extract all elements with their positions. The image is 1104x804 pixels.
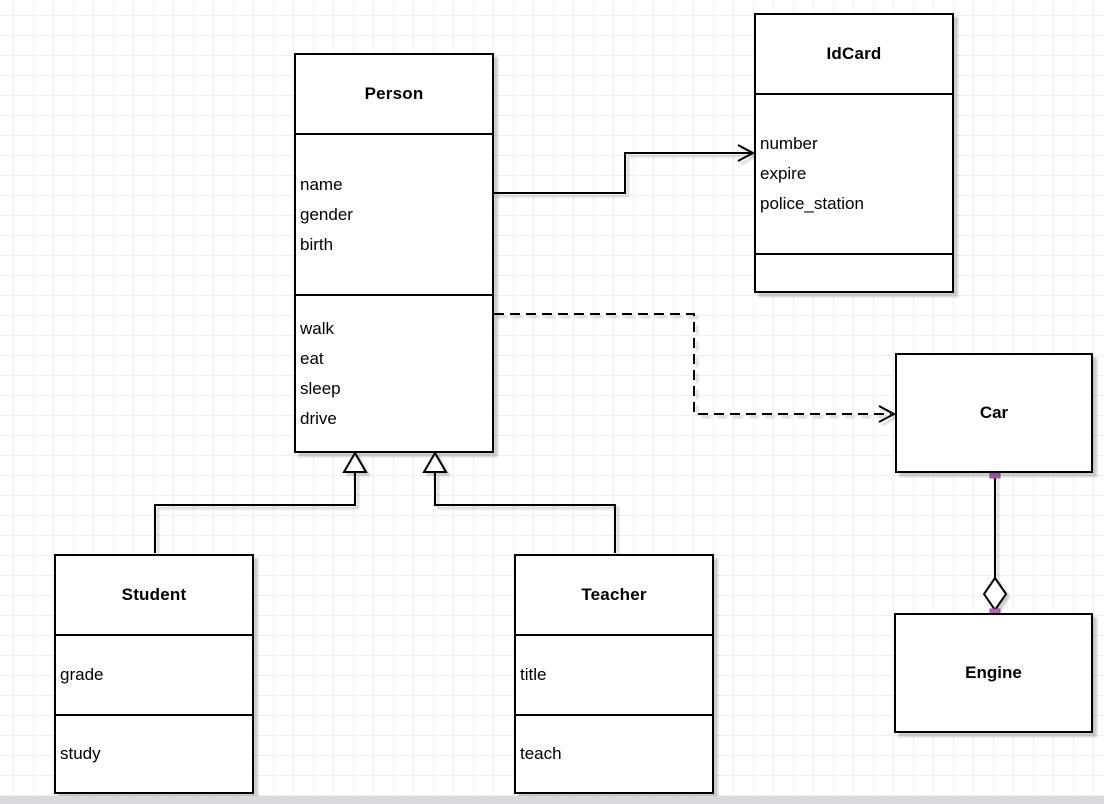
edge-person-idcard-association[interactable] — [494, 144, 756, 194]
method: walk — [300, 318, 335, 338]
method: study — [60, 744, 101, 763]
attributes-compartment: number expire police_station — [756, 93, 952, 253]
attributes-compartment: name gender birth — [296, 133, 492, 294]
hollow-triangle-arrowhead[interactable] — [342, 451, 368, 473]
open-arrowhead[interactable] — [878, 405, 897, 423]
attribute: birth — [300, 234, 334, 254]
class-box-student[interactable]: Student grade study — [54, 554, 254, 794]
methods-compartment: teach — [516, 714, 712, 792]
attributes-compartment: title — [516, 634, 712, 714]
class-box-idcard[interactable]: IdCard number expire police_station — [754, 13, 954, 293]
dependency-line[interactable] — [494, 313, 891, 415]
attribute: grade — [60, 665, 104, 684]
generalization-line[interactable] — [154, 471, 356, 553]
method: sleep — [300, 378, 341, 398]
class-title: Car — [979, 403, 1009, 422]
edge-car-engine-aggregation[interactable] — [982, 474, 1008, 612]
attribute: title — [520, 665, 547, 684]
methods-compartment: walk eat sleep drive — [296, 294, 492, 451]
edge-student-person-generalization[interactable] — [154, 451, 368, 553]
hollow-diamond-arrowhead[interactable] — [982, 576, 1008, 612]
class-title: Teacher — [581, 585, 647, 604]
methods-compartment: study — [56, 714, 252, 792]
attribute: police_station — [760, 194, 864, 213]
methods-compartment-empty — [756, 253, 952, 291]
class-box-person[interactable]: Person name gender birth walk eat sleep … — [294, 53, 494, 453]
edge-teacher-person-generalization[interactable] — [422, 451, 616, 553]
hollow-triangle-arrowhead[interactable] — [422, 451, 448, 473]
attribute: name — [300, 174, 343, 194]
canvas-bottom-edge — [0, 796, 1104, 804]
class-box-engine[interactable]: Engine — [894, 613, 1093, 733]
class-title: IdCard — [826, 44, 882, 63]
class-title: Person — [364, 84, 424, 103]
attributes-compartment: grade — [56, 634, 252, 714]
method: drive — [300, 408, 337, 428]
class-box-car[interactable]: Car — [895, 353, 1093, 473]
attribute: expire — [760, 164, 807, 183]
method: eat — [300, 348, 324, 368]
generalization-line[interactable] — [434, 471, 616, 553]
edge-person-car-dependency[interactable] — [494, 313, 897, 423]
class-title: Engine — [965, 663, 1022, 682]
class-box-teacher[interactable]: Teacher title teach — [514, 554, 714, 794]
open-arrowhead[interactable] — [737, 144, 756, 162]
method: teach — [520, 744, 562, 763]
attribute: number — [760, 134, 818, 153]
attribute: gender — [300, 204, 353, 224]
class-title: Student — [121, 585, 187, 604]
association-line[interactable] — [494, 152, 751, 194]
